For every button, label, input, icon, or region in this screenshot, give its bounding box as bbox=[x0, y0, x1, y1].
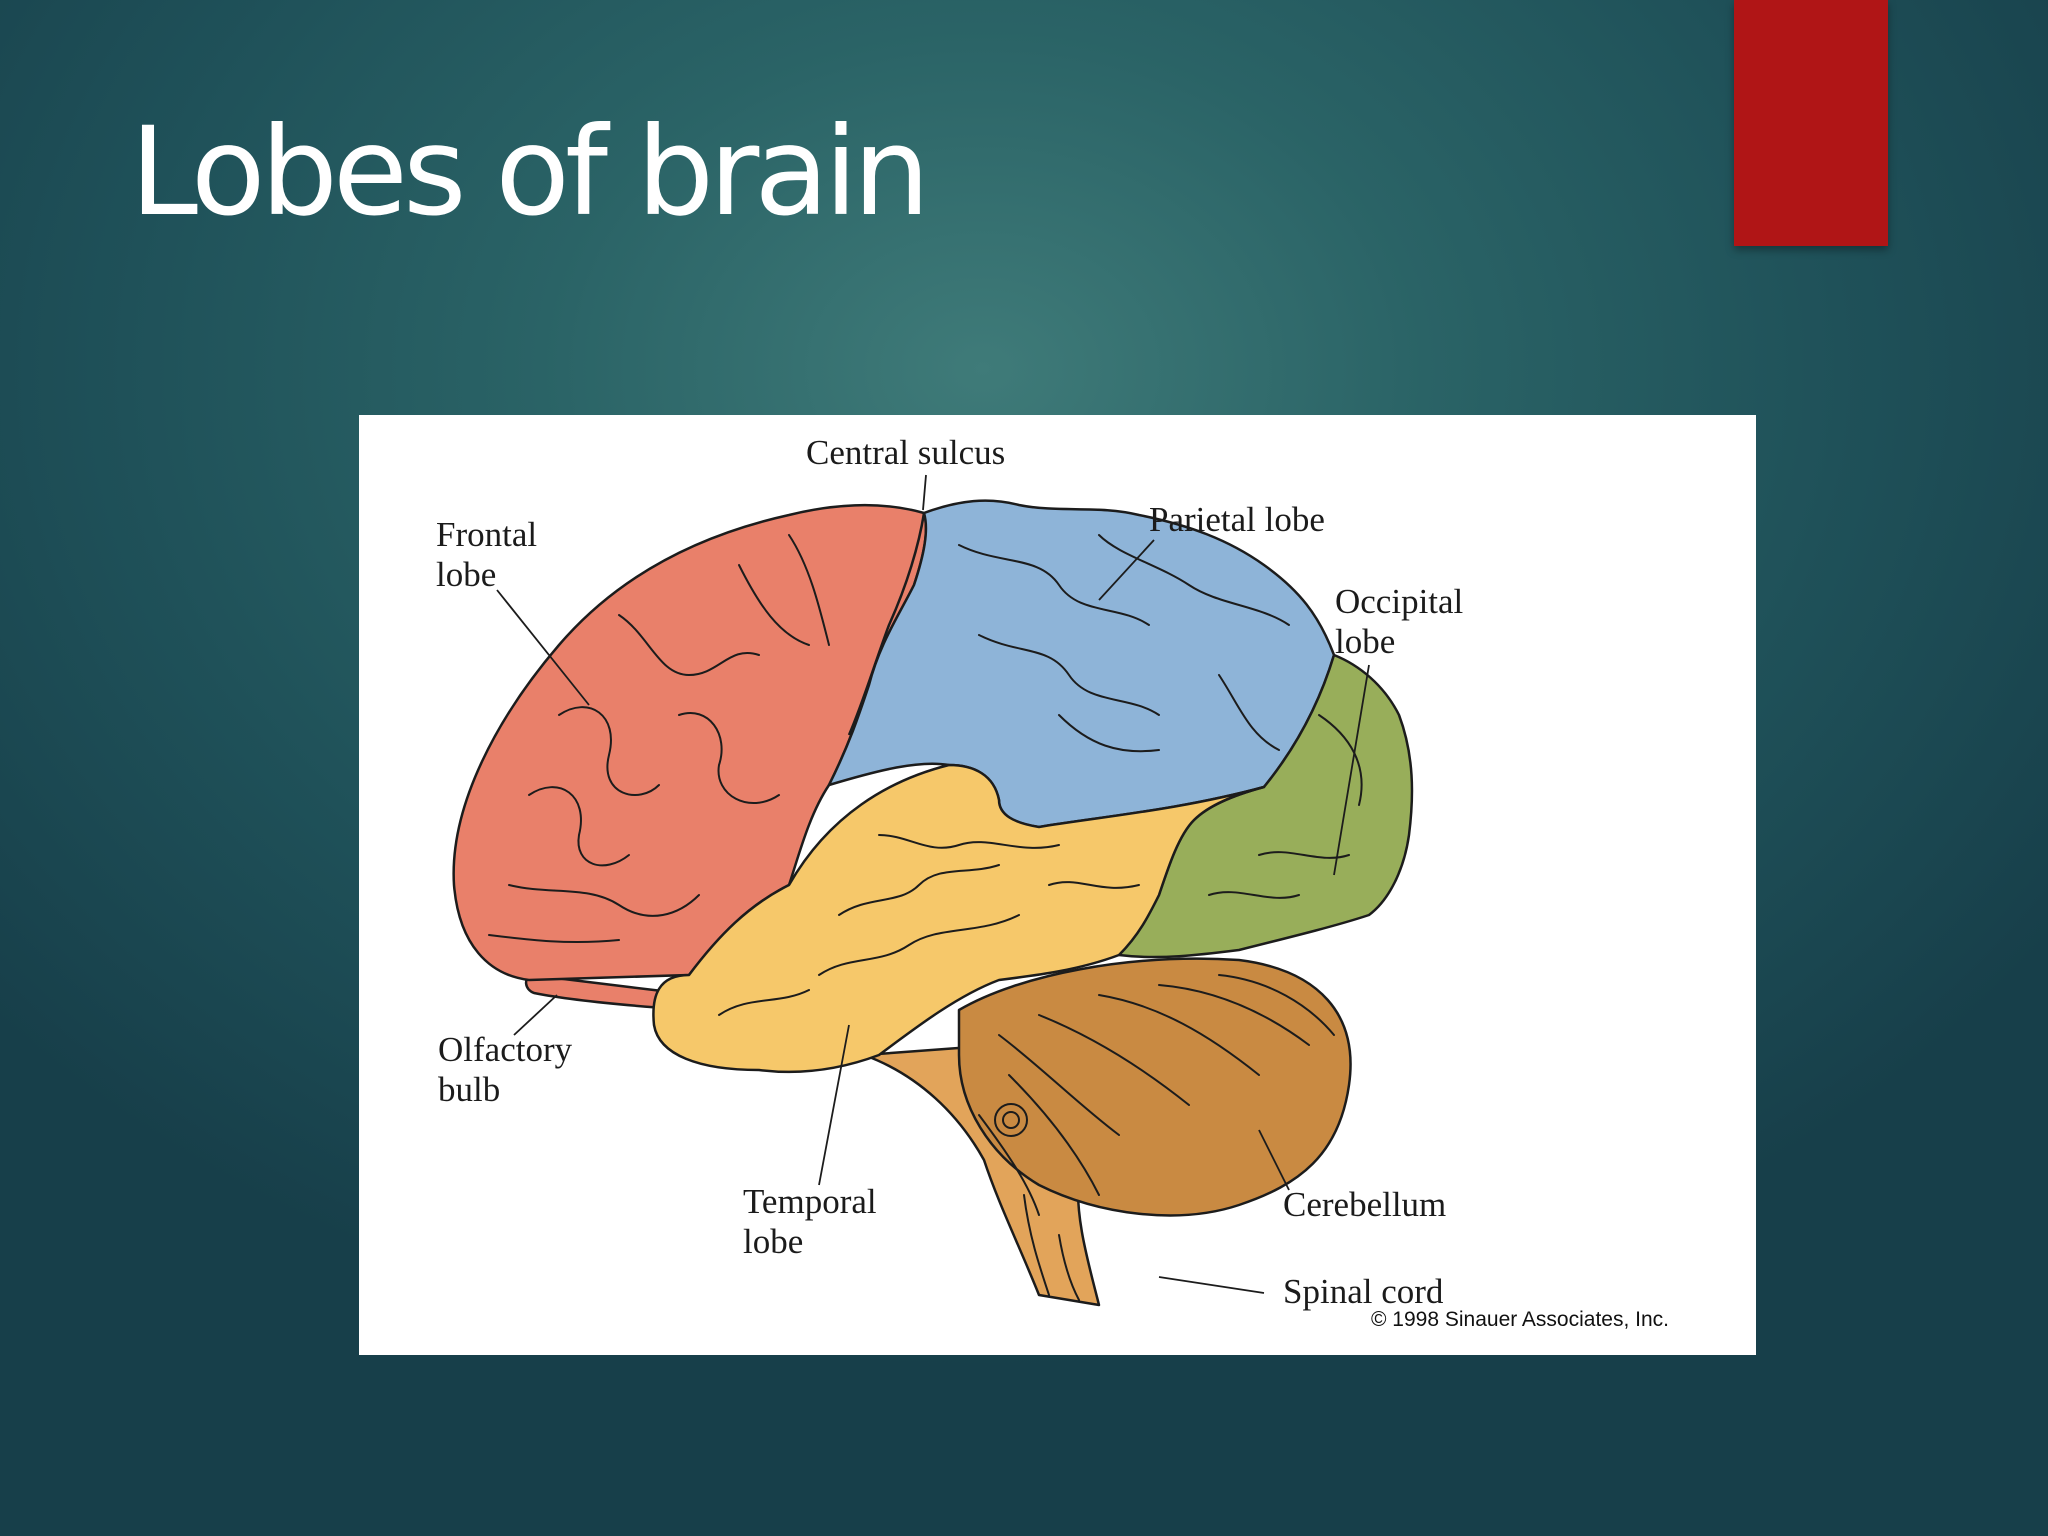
leader-frontal-lobe bbox=[496, 589, 590, 706]
brain-diagram bbox=[452, 474, 1414, 1307]
brain-figure: Central sulcus Frontal lobe Parietal lob… bbox=[359, 415, 1756, 1355]
leader-olfactory-bulb bbox=[513, 994, 558, 1036]
label-frontal-lobe: Frontal lobe bbox=[436, 515, 538, 594]
leader-spinal-cord bbox=[1158, 1276, 1265, 1294]
leader-parietal-lobe bbox=[1098, 539, 1155, 601]
label-central-sulcus: Central sulcus bbox=[806, 433, 1006, 472]
leader-occipital-lobe bbox=[1333, 664, 1370, 876]
label-cerebellum: Cerebellum bbox=[1283, 1185, 1447, 1224]
leader-central-sulcus bbox=[922, 474, 927, 511]
label-occipital-lobe: Occipital lobe bbox=[1335, 582, 1464, 661]
label-olfactory-bulb: Olfactory bulb bbox=[438, 1030, 573, 1109]
copyright-notice: © 1998 Sinauer Associates, Inc. bbox=[1371, 1308, 1669, 1331]
temporal-lobe bbox=[652, 763, 1266, 1074]
accent-bar bbox=[1734, 0, 1888, 246]
slide-title: Lobes of brain bbox=[130, 101, 930, 243]
label-parietal-lobe: Parietal lobe bbox=[1149, 500, 1325, 539]
label-temporal-lobe: Temporal lobe bbox=[743, 1182, 877, 1261]
label-spinal-cord: Spinal cord bbox=[1283, 1272, 1444, 1311]
leader-cerebellum bbox=[1258, 1129, 1290, 1191]
leader-temporal-lobe bbox=[818, 1024, 850, 1186]
